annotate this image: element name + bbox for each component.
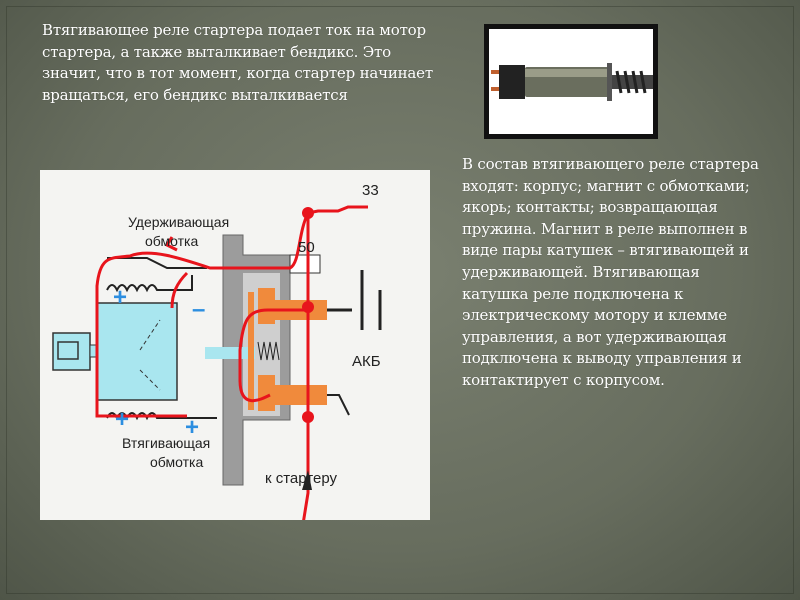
composition-paragraph: В состав втягивающего реле стартера вход… <box>462 155 759 389</box>
battery-label: АКБ <box>352 353 381 370</box>
relay-diagram: + – + + Удерживающая обмотка Втягивающая… <box>40 170 430 544</box>
pull-coil-label-2: обмотка <box>150 454 203 470</box>
holding-coil-label: Удерживающая <box>128 214 229 230</box>
minus-sign: – <box>192 296 205 323</box>
plus-sign: + <box>113 284 127 311</box>
plunger-rod <box>205 347 255 359</box>
relay-diagram-svg: + – + + Удерживающая обмотка Втягивающая… <box>52 182 382 544</box>
slide-frame <box>6 6 794 594</box>
holding-coil <box>106 275 193 293</box>
terminal-33-label: 33 <box>362 182 379 199</box>
intro-paragraph: Втягивающее реле стартера подает ток на … <box>42 21 433 104</box>
lower-contact <box>258 375 275 411</box>
to-starter-label: к стартеру <box>265 470 338 487</box>
pull-coil-label: Втягивающая <box>122 435 210 451</box>
plus-sign: + <box>185 414 199 441</box>
terminal-50 <box>289 254 321 274</box>
holding-coil-label-2: обмотка <box>145 233 198 249</box>
solenoid-photo <box>484 24 658 139</box>
terminal-50-label: 50 <box>298 239 315 256</box>
solenoid-image <box>491 63 656 101</box>
battery-symbol <box>327 270 382 330</box>
motor-box <box>96 302 178 401</box>
plus-sign: + <box>115 406 129 433</box>
motor-shaft-box <box>52 332 91 371</box>
upper-contact <box>258 288 275 324</box>
